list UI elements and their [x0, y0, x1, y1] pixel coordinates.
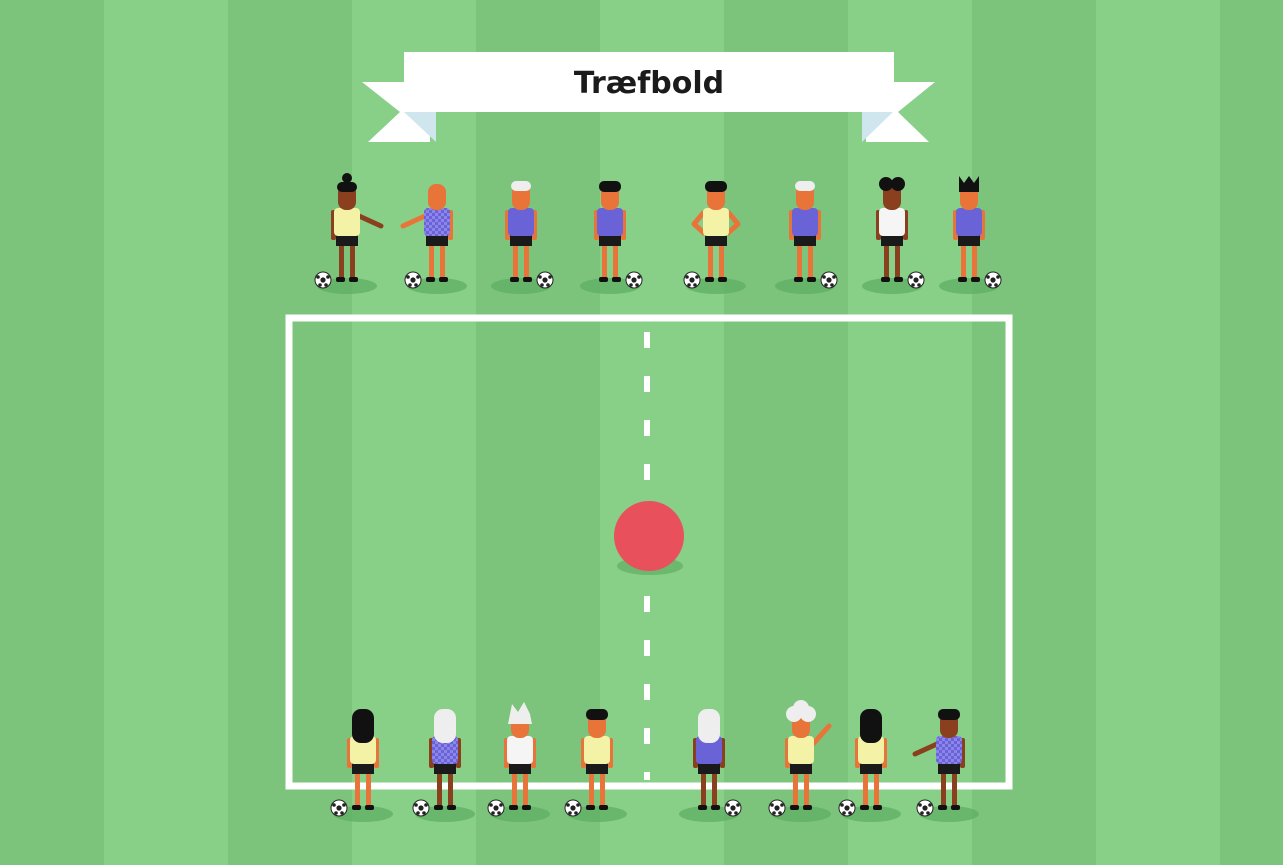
grass-stripe: [972, 0, 1096, 865]
soccer-ball-icon: [821, 272, 837, 288]
player-shirt: [936, 736, 962, 764]
player-shirt: [507, 736, 533, 764]
dodgeball[interactable]: [614, 501, 684, 575]
player-shirt: [792, 208, 818, 236]
soccer-ball-icon: [917, 800, 933, 816]
player-shirt: [879, 208, 905, 236]
player-shirt: [508, 208, 534, 236]
player-head: [428, 184, 446, 210]
soccer-ball-icon: [331, 800, 347, 816]
soccer-ball-icon: [537, 272, 553, 288]
grass-stripe: [724, 0, 848, 865]
grass-stripe: [0, 0, 104, 865]
player-shirt: [788, 736, 814, 764]
player-shirt: [334, 208, 360, 236]
soccer-ball-icon: [839, 800, 855, 816]
player-shirt: [584, 736, 610, 764]
soccer-ball-icon: [405, 272, 421, 288]
soccer-ball-icon: [626, 272, 642, 288]
soccer-ball-icon: [725, 800, 741, 816]
red-ball[interactable]: [614, 501, 684, 571]
soccer-ball-icon: [908, 272, 924, 288]
soccer-ball-icon: [315, 272, 331, 288]
grass-stripe: [104, 0, 228, 865]
player-shirt: [956, 208, 982, 236]
grass-stripe: [476, 0, 600, 865]
soccer-ball-icon: [413, 800, 429, 816]
soccer-ball-icon: [488, 800, 504, 816]
grass-stripe: [1220, 0, 1283, 865]
soccer-ball-icon: [684, 272, 700, 288]
soccer-ball-icon: [565, 800, 581, 816]
grass-stripe: [1096, 0, 1220, 865]
soccer-ball-icon: [769, 800, 785, 816]
page-title: Træfbold: [574, 66, 724, 101]
player-shirt: [597, 208, 623, 236]
player-shirt: [424, 208, 450, 236]
soccer-ball-icon: [985, 272, 1001, 288]
player-shirt: [703, 208, 729, 236]
